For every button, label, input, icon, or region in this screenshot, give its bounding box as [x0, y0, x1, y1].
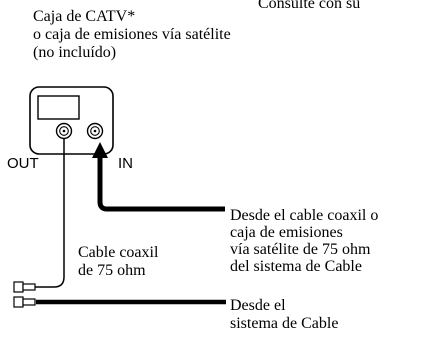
source-cable-label: Desde el sistema de Cable: [230, 297, 338, 333]
out-connector: [55, 122, 73, 140]
coax-cable-label: Cable coaxil de 75 ohm: [78, 244, 158, 280]
source-coax-line4: del sistema de Cable: [230, 258, 362, 275]
source-coax-label: Desde el cable coaxil o caja de emisione…: [230, 207, 378, 275]
coax-cable-label-line1: Cable coaxil: [78, 244, 159, 261]
plug-connector-upper: [13, 281, 36, 293]
coax-cable-line: [34, 139, 65, 288]
cropped-header-note: Consulte con su: [258, 0, 361, 12]
catv-box-label: Caja de CATV* o caja de emisiones vía sa…: [33, 8, 231, 62]
coax-cable-label-line2: de 75 ohm: [78, 262, 146, 279]
catv-box-subtitle: o caja de emisiones vía satélite: [33, 26, 231, 43]
in-port-label: IN: [118, 155, 133, 172]
source-coax-line1: Desde el cable coaxil o: [230, 207, 379, 224]
out-port-label: OUT: [7, 155, 39, 172]
source-coax-line2: caja de emisiones: [230, 224, 343, 241]
catv-box-title: Caja de CATV*: [33, 8, 136, 25]
incoming-signal-line: [97, 157, 225, 212]
arrow-up-icon: [92, 142, 108, 158]
source-cable-line2: sistema de Cable: [230, 315, 339, 332]
plug-connector-lower: [13, 296, 36, 308]
in-connector: [86, 122, 104, 140]
source-cable-line1: Desde el: [230, 297, 286, 314]
box-display-window: [37, 95, 80, 120]
catv-box-note: (no incluído): [33, 44, 117, 61]
source-coax-line3: vía satélite de 75 ohm: [230, 241, 371, 258]
